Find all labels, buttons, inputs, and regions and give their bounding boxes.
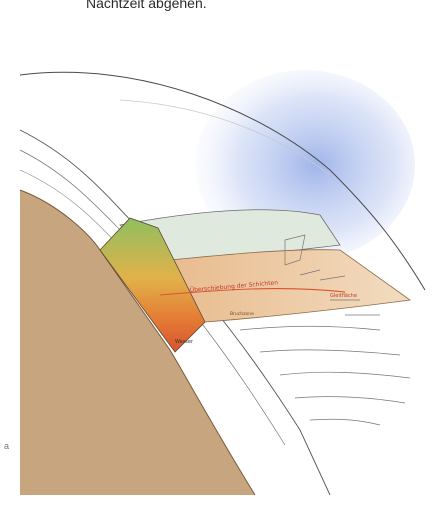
label-small: Wasser — [175, 339, 194, 345]
label-zone: Bruchzone — [230, 311, 254, 317]
label-right: Gleitfläche — [330, 293, 357, 299]
footnote-mark: a — [4, 441, 9, 451]
lower-strata — [240, 326, 410, 425]
